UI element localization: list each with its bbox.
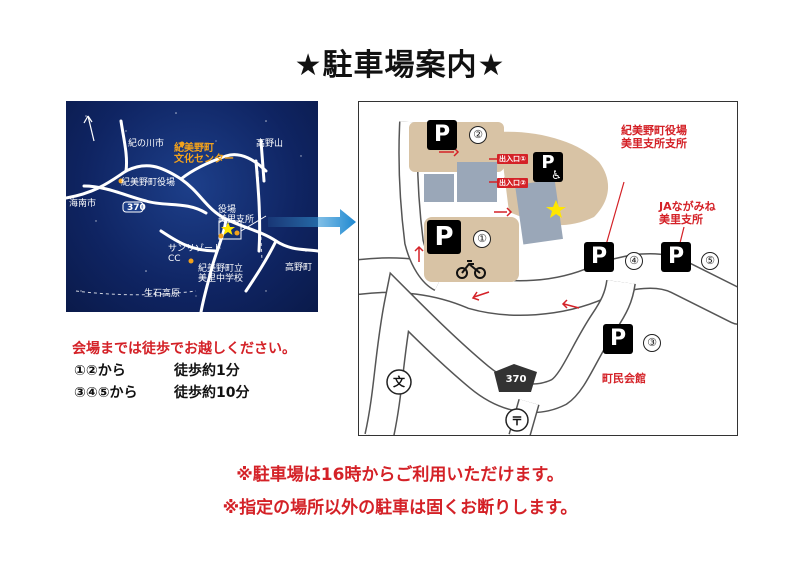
venue-star-icon (221, 222, 235, 235)
accessible-p-letter: P (541, 152, 555, 173)
access-heading: 会場までは徒歩でお越しください。 (72, 341, 296, 357)
parking-p3-sign: P (603, 324, 633, 354)
label-sunresort: サンリゾート CC (168, 244, 223, 264)
parking-number-5: ⑤ (701, 252, 719, 270)
gate-2-label: 出入口② (497, 178, 528, 188)
site-map-drawing (359, 121, 737, 435)
gate-1-label: 出入口① (497, 154, 528, 164)
parking-p4-sign: P (584, 242, 614, 272)
label-branch: 役場 美里支所 (218, 205, 255, 225)
community-hall-label: 町民会館 (602, 372, 646, 385)
label-kinokawa: 紀の川市 (128, 139, 165, 149)
parking-number-3: ③ (643, 334, 661, 352)
parking-number-4: ④ (625, 252, 643, 270)
route-370-shield: 370 (505, 374, 527, 385)
wheelchair-icon: ♿ (551, 168, 562, 182)
access-time-1: 徒歩約1分 (174, 363, 240, 379)
school-icon: 文 (392, 375, 405, 389)
ja-branch-label: JAながみね 美里支所 (659, 200, 716, 226)
label-kainan: 海南市 (69, 199, 97, 209)
label-koyasan: 高野山 (256, 139, 284, 149)
label-ikushi: 生石高原 (144, 289, 181, 299)
access-time-2: 徒歩約10分 (174, 385, 250, 401)
route-370-badge: 370 (127, 203, 146, 213)
note-no-parking: ※指定の場所以外の駐車は固くお断りします。 (222, 498, 578, 518)
arrow-icon (268, 209, 356, 235)
label-school: 紀美野町立 美里中学校 (198, 264, 244, 284)
area-map: 紀の川市 紀美野町役場 海南市 370 高野山 役場 美里支所 サンリゾート C… (66, 101, 318, 312)
parking-p1-sign: P (427, 220, 461, 254)
label-town-office: 紀美野町役場 (121, 178, 176, 188)
parking-number-2: ② (469, 126, 487, 144)
access-from-1: ①②から (74, 363, 126, 379)
parking-p5-sign: P (661, 242, 691, 272)
post-office-icon: 〒 (510, 414, 523, 428)
parking-number-1: ① (473, 230, 491, 248)
access-row-1: ①②から 徒歩約1分 (74, 360, 240, 380)
venue-label: 紀美野町 文化センター (174, 143, 234, 165)
accessible-parking-sign: P ♿ (533, 152, 563, 182)
note-parking-hours: ※駐車場は16時からご利用いただけます。 (236, 465, 564, 485)
town-office-branch-label: 紀美野町役場 美里支所支所 (621, 124, 687, 150)
parking-p2-sign: P (427, 120, 457, 150)
access-row-2: ③④⑤から 徒歩約10分 (74, 382, 249, 402)
page-title: ★駐車場案内★ (294, 48, 506, 83)
access-from-2: ③④⑤から (74, 385, 138, 401)
area-map-roads (66, 112, 318, 312)
site-map: P ② P ① P ♿ 出入口① 出入口② 紀美野町役場 美里支所支所 JAなが… (358, 101, 738, 436)
label-koya: 高野町 (285, 263, 313, 273)
